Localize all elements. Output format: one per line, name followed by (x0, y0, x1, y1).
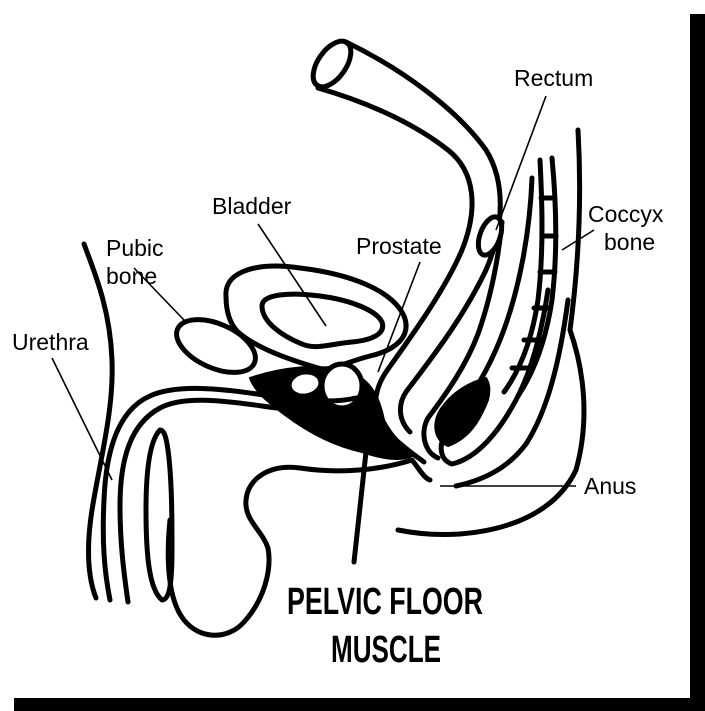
label-bladder: Bladder (212, 193, 292, 219)
label-pelvic-floor-line1: PELVIC FLOOR (287, 581, 483, 623)
label-pelvic-floor-line2: MUSCLE (331, 629, 441, 671)
label-coccyx-line2: bone (604, 229, 655, 255)
pelvic-anatomy-diagram: Rectum Bladder Prostate Coccyx bone Pubi… (0, 0, 690, 698)
rectum-label-pointer-shape (474, 214, 506, 258)
frame-shadow-bottom (14, 698, 705, 711)
label-pubic-line1: Pubic (106, 235, 164, 261)
frame-shadow-right (690, 14, 705, 711)
label-prostate: Prostate (356, 233, 442, 259)
front-body-line (84, 244, 112, 598)
diagram-canvas: Rectum Bladder Prostate Coccyx bone Pubi… (0, 0, 690, 698)
label-coccyx-line1: Coccyx (588, 201, 664, 227)
label-pubic-line2: bone (106, 263, 157, 289)
perineum-curve (412, 460, 430, 480)
urethra-leader (52, 358, 112, 480)
colon-end-opening (306, 35, 359, 94)
label-urethra: Urethra (12, 329, 89, 355)
label-rectum: Rectum (514, 65, 593, 91)
label-anus: Anus (584, 473, 636, 499)
